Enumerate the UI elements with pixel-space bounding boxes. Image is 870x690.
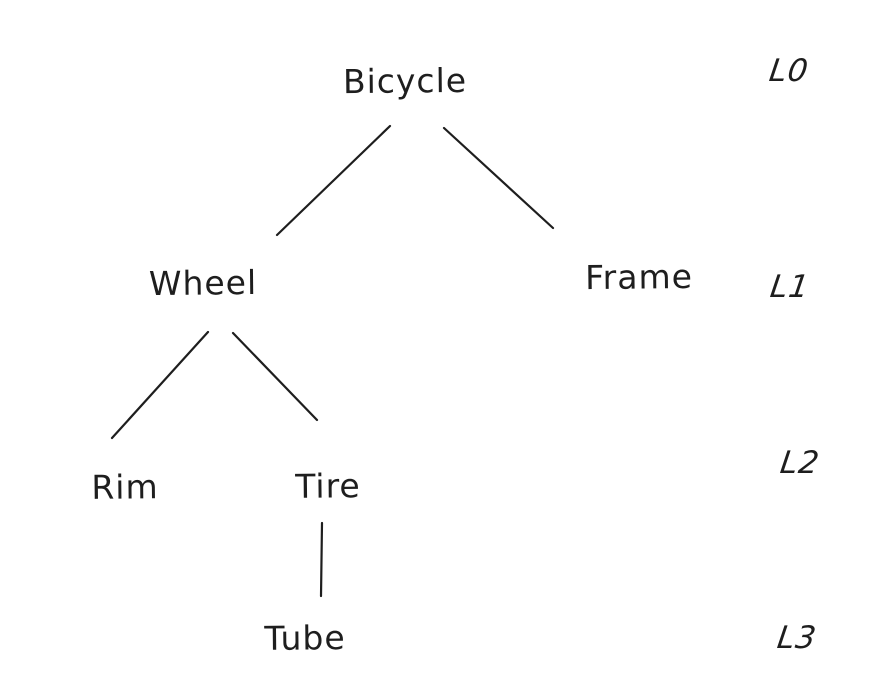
edge-wheel-rim (110, 330, 210, 440)
edge-wheel-tire (231, 331, 319, 422)
node-tube: Tube (264, 618, 346, 658)
edge-tire-tube (319, 521, 324, 598)
node-bicycle: Bicycle (342, 60, 468, 102)
level-label-l0: L0 (766, 53, 812, 89)
level-label-l3: L3 (774, 620, 820, 656)
edge-bicycle-frame (442, 126, 555, 230)
node-rim: Rim (91, 467, 159, 507)
node-frame: Frame (584, 256, 694, 298)
edge-bicycle-wheel (275, 124, 392, 237)
level-label-l1: L1 (767, 269, 813, 305)
node-tire: Tire (295, 466, 361, 506)
level-label-l2: L2 (777, 445, 823, 481)
node-wheel: Wheel (148, 262, 258, 304)
